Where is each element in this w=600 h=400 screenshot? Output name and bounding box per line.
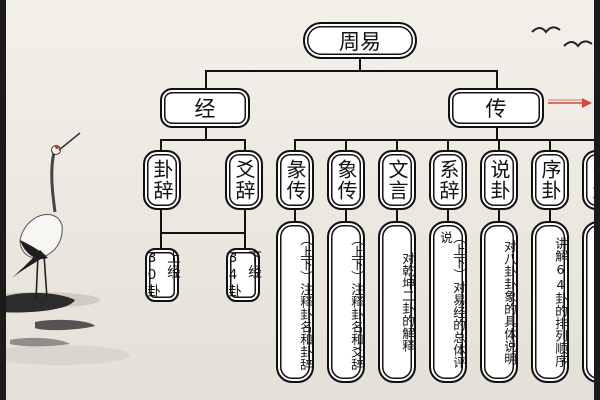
connector: [496, 128, 498, 140]
child-desc: （上下）注释卦名和卦辞: [298, 233, 313, 371]
child-title: 序卦: [538, 159, 562, 201]
child-desc-node: （上下）注释卦名和爻辞: [327, 221, 365, 383]
branch-node-zhuan: 传: [448, 88, 544, 128]
connector: [244, 139, 246, 150]
root-label: 周易: [339, 29, 381, 54]
child-title: 说卦: [487, 159, 511, 201]
connector: [549, 209, 551, 221]
connector: [396, 139, 398, 150]
child-title: 象传: [334, 159, 358, 201]
connector: [498, 209, 500, 221]
scroll-edge-right: [594, 0, 600, 400]
connector: [345, 139, 347, 150]
connector: [205, 128, 207, 140]
connector: [294, 209, 296, 221]
connector: [396, 209, 398, 221]
birds-icon: [531, 26, 593, 48]
branch-node-jing: 经: [160, 88, 250, 128]
connector: [160, 232, 246, 234]
connector: [345, 209, 347, 221]
child-desc: 对乾坤二卦的解释: [400, 252, 415, 352]
red-arrow-icon: [548, 98, 592, 108]
root-node: 周易: [303, 22, 417, 59]
child-node: 文言: [378, 150, 416, 210]
child-desc-node: 对八卦卦象的具体说明: [480, 221, 518, 383]
child-desc-node: （上下）注释卦名和卦辞: [276, 221, 314, 383]
connector: [498, 139, 500, 150]
leaf-node-xiajing: 下经34卦: [225, 248, 261, 302]
connector: [244, 210, 246, 248]
connector: [294, 139, 296, 150]
child-node: 象传: [327, 150, 365, 210]
connector: [447, 139, 449, 150]
child-desc: （上下）对易经的总体评说: [438, 231, 466, 369]
child-desc: 对八卦卦象的具体说明: [502, 239, 517, 365]
connector: [359, 58, 361, 72]
child-node-guaci: 卦辞: [143, 150, 181, 210]
child-node: 系辞: [429, 150, 467, 210]
connector: [549, 139, 551, 150]
connector: [160, 139, 162, 150]
child-title: 爻辞: [232, 159, 256, 201]
child-desc: 讲解64卦的排列顺序: [553, 237, 568, 367]
child-desc-node: 对乾坤二卦的解释: [378, 221, 416, 383]
child-desc: （上下）注释卦名和爻辞: [349, 233, 364, 371]
connector: [205, 70, 498, 72]
connector: [160, 139, 246, 141]
connector: [160, 210, 162, 248]
branch-label: 经: [194, 97, 216, 121]
child-title: 系辞: [436, 159, 460, 201]
child-node: 彖传: [276, 150, 314, 210]
child-title: 彖传: [283, 159, 307, 201]
child-node: 序卦: [531, 150, 569, 210]
branch-label: 传: [485, 97, 507, 121]
child-desc-node: 讲解64卦的排列顺序: [531, 221, 569, 383]
scroll-edge-left: [0, 0, 6, 400]
child-title: 文言: [385, 159, 409, 201]
leaf-label: 上经30卦: [144, 250, 180, 299]
child-desc-node: （上下）对易经的总体评说: [429, 221, 467, 383]
child-node: 说卦: [480, 150, 518, 210]
child-title: 卦辞: [150, 159, 174, 201]
child-node-yaoci: 爻辞: [225, 150, 263, 210]
leaf-node-shangjing: 上经30卦: [144, 248, 180, 302]
leaf-label: 下经34卦: [225, 250, 261, 299]
connector: [205, 70, 207, 88]
connector: [447, 209, 449, 221]
connector: [496, 70, 498, 88]
